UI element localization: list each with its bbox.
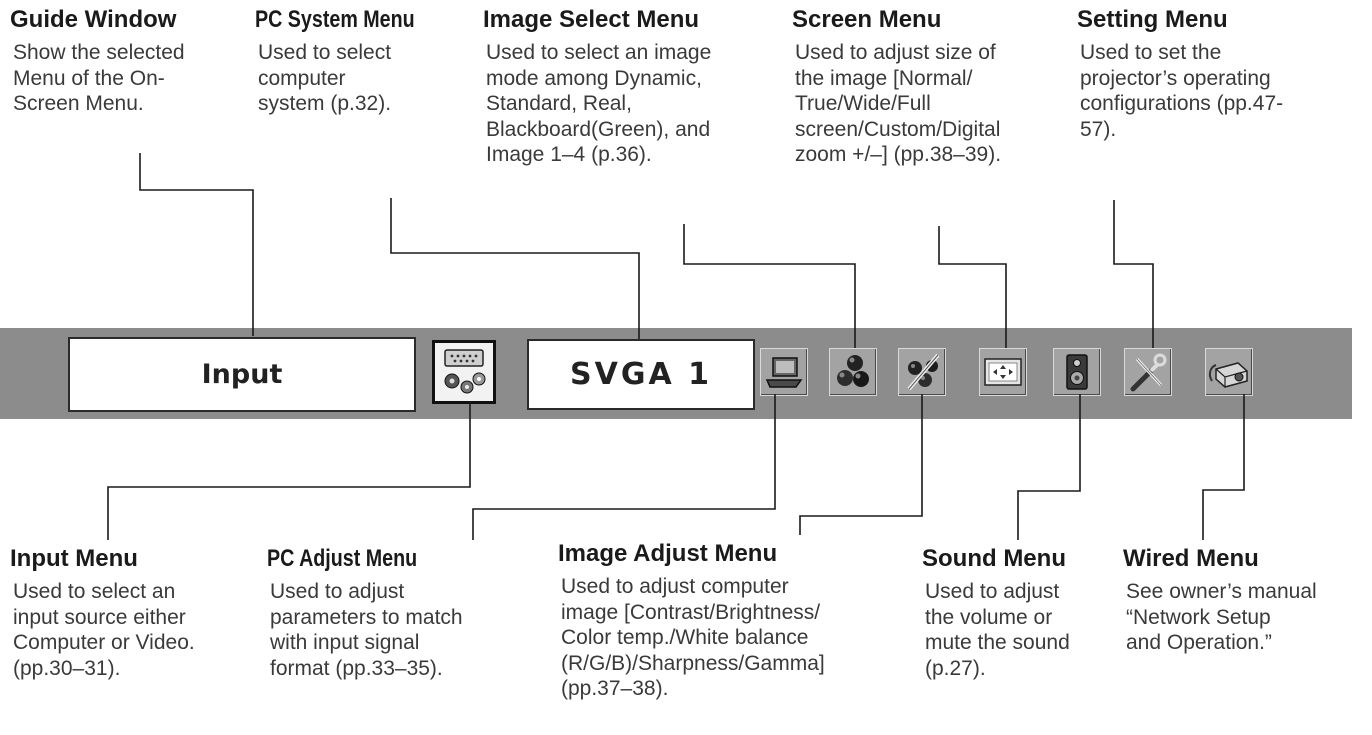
pc-system-display: SVGA 1 [527, 339, 755, 410]
callout-input-menu: Input Menu Used to select an input sourc… [10, 545, 195, 681]
callout-pc-adjust-menu: PC Adjust Menu Used to adjust parameters… [267, 545, 463, 681]
callout-description: Show the selected Menu of the On- Screen… [13, 41, 185, 115]
callout-screen-menu: Screen Menu Used to adjust size of the i… [792, 6, 1001, 168]
wired-menu-icon[interactable] [1205, 348, 1253, 396]
leader-line-pc-adjust-menu [472, 394, 776, 540]
callout-description: Used to adjust parameters to match with … [270, 580, 463, 680]
pc-adjust-menu-icon[interactable] [760, 348, 808, 396]
image-select-menu-icon[interactable] [829, 348, 877, 396]
callout-sound-menu: Sound Menu Used to adjust the volume or … [922, 545, 1070, 681]
callout-title: Input Menu [10, 545, 138, 572]
callout-image-adjust-menu: Image Adjust Menu Used to adjust compute… [558, 540, 825, 702]
callout-description: Used to select an input source either Co… [13, 580, 195, 680]
image-adjust-menu-icon[interactable] [898, 348, 946, 396]
callout-description: Used to adjust the volume or mute the so… [925, 580, 1070, 680]
callout-title: Setting Menu [1077, 6, 1228, 33]
callout-wired-menu: Wired Menu See owner’s manual “Network S… [1123, 545, 1317, 656]
leader-line-wired-menu [1202, 394, 1245, 540]
leader-line-image-adjust-menu [799, 394, 923, 535]
callout-guide-window: Guide Window Show the selected Menu of t… [10, 6, 185, 117]
callout-description: Used to set the projector’s operating co… [1080, 41, 1284, 141]
leader-line-screen-menu [938, 226, 1007, 348]
leader-line-sound-menu [1017, 394, 1081, 540]
callout-setting-menu: Setting Menu Used to set the projector’s… [1077, 6, 1283, 142]
callout-title: Screen Menu [792, 6, 942, 33]
leader-line-input-menu [107, 401, 471, 540]
leader-line-setting-menu [1113, 200, 1154, 348]
callout-title: Wired Menu [1123, 545, 1259, 572]
callout-title: PC System Menu [255, 6, 415, 33]
callout-title: Sound Menu [922, 545, 1066, 572]
leader-line-guide-window [139, 153, 254, 336]
input-menu-icon[interactable] [432, 340, 496, 404]
sound-menu-icon[interactable] [1053, 348, 1101, 396]
callout-description: Used to adjust size of the image [Normal… [795, 41, 1002, 166]
leader-line-image-select-menu [683, 224, 856, 348]
callout-title: Guide Window [10, 6, 177, 33]
setting-menu-icon[interactable] [1124, 348, 1172, 396]
callout-title: PC Adjust Menu [267, 545, 418, 572]
leader-line-pc-system-menu [390, 198, 640, 339]
callout-pc-system-menu: PC System Menu Used to select computer s… [255, 6, 450, 117]
screen-menu-icon[interactable] [979, 348, 1027, 396]
callout-description: Used to select an image mode among Dynam… [486, 41, 712, 166]
guide-window: Input [68, 337, 416, 412]
callout-title: Image Select Menu [483, 6, 700, 33]
callout-description: Used to adjust computer image [Contrast/… [561, 575, 825, 700]
callout-description: Used to select computer system (p.32). [258, 41, 392, 115]
callout-description: See owner’s manual “Network Setup and Op… [1126, 580, 1317, 654]
callout-image-select-menu: Image Select Menu Used to select an imag… [483, 6, 711, 168]
callout-title: Image Adjust Menu [558, 540, 778, 567]
